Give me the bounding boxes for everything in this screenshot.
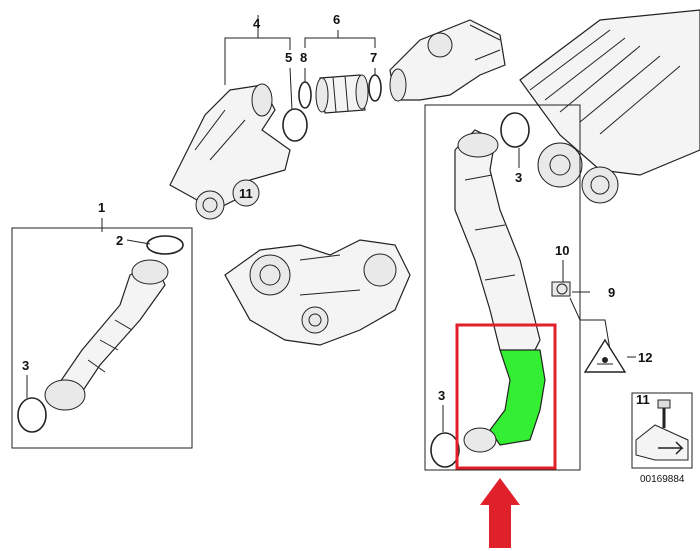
hose-coupler-6 [315,74,369,114]
warning-label-12 [583,338,627,373]
document-number: 00169884 [640,474,685,485]
callout-11-screw: 11 [239,186,253,201]
callout-3-left: 3 [22,358,29,373]
highlighted-hose-section [489,349,546,446]
seal-ring-8 [298,81,312,109]
callout-12: 12 [638,350,652,365]
callout-11-box: 11 [636,392,650,407]
seal-ring-2 [146,235,184,255]
hose-clamp [463,427,497,453]
seal-ring-3-top [500,112,530,148]
callout-5: 5 [285,50,292,65]
throttle-pipe [389,19,506,102]
screw-marker-11 [232,179,260,207]
screw-part-11-box [631,392,693,469]
callout-7: 7 [370,50,377,65]
intake-pipe-upper [169,83,291,220]
seal-ring-3-bottom [430,432,460,468]
callout-2: 2 [116,233,123,248]
callout-6: 6 [333,12,340,27]
callout-10: 10 [555,243,569,258]
part-group-frame [424,104,581,471]
callouts: 1 2 3 4 5 6 7 8 3 3 10 9 12 11 11 [22,12,652,407]
arrow-up-indicator [480,478,520,548]
callout-3-top: 3 [515,170,522,185]
highlight-box [455,323,557,470]
callout-4: 4 [253,16,261,31]
turbocharger [224,239,411,346]
callout-9: 9 [608,285,615,300]
callout-3-bottom: 3 [438,388,445,403]
sensor-part-10 [551,281,571,297]
hose-part-1 [44,259,169,411]
seal-ring-5 [282,108,308,142]
callout-8: 8 [300,50,307,65]
callout-1: 1 [98,200,105,215]
intake-manifold [519,9,700,204]
leader-lines [26,15,611,432]
seal-ring-7 [368,74,382,102]
charge-air-hose [454,129,541,361]
seal-ring-3-left [17,397,47,433]
